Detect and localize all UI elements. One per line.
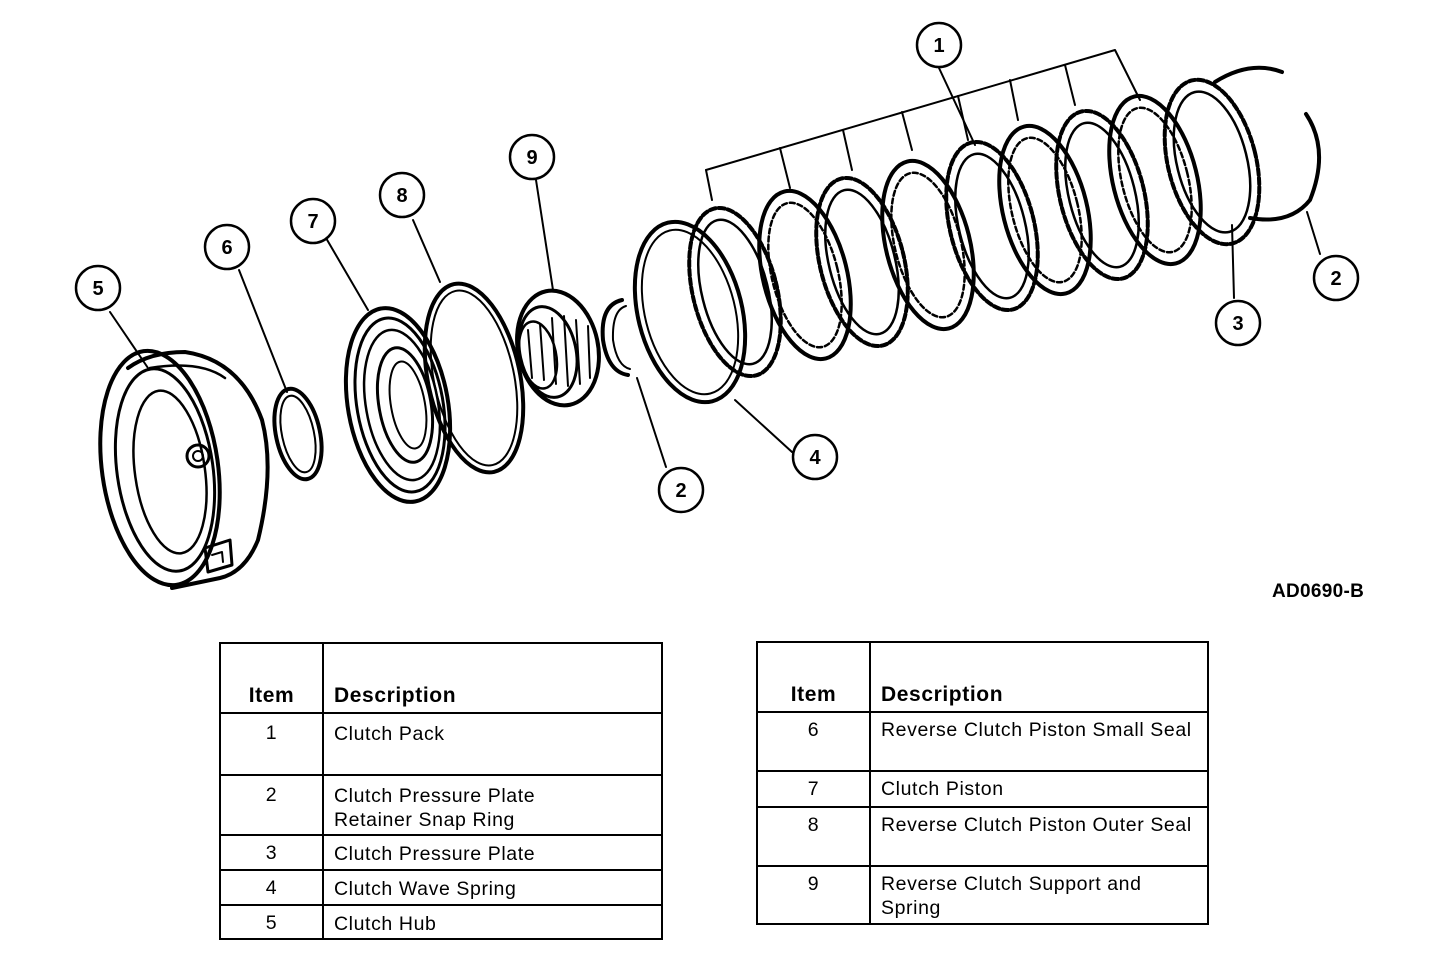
clutch-piston-part <box>343 306 453 504</box>
wave-spring-part <box>632 219 748 405</box>
table-header-row: Item Description <box>756 641 1209 713</box>
callout-labels: 1 2 2 3 4 5 6 7 8 9 <box>92 35 1341 502</box>
exploded-view-diagram: 1 2 2 3 4 5 6 7 8 9 <box>74 21 1360 590</box>
item-column-header: Item <box>756 641 871 713</box>
description-column-header: Description <box>869 641 1209 713</box>
item-number: 2 <box>219 774 324 836</box>
small-snap-ring-part <box>600 298 631 377</box>
item-description: Clutch Wave Spring <box>322 869 663 906</box>
item-number: 5 <box>219 904 324 940</box>
callout-9-label: 9 <box>526 147 537 169</box>
callout-5-circle <box>74 264 122 312</box>
callout-5-label: 5 <box>92 278 103 300</box>
callout-8-circle <box>378 171 426 219</box>
table-header-row: Item Description <box>219 642 663 714</box>
item-number: 3 <box>219 834 324 871</box>
item-description: Clutch Pressure Plate Retainer Snap Ring <box>322 774 663 836</box>
item-number: 7 <box>756 770 871 808</box>
callout-2-right-circle <box>1312 254 1360 302</box>
item-description: Clutch Pressure Plate <box>322 834 663 871</box>
large-snap-ring-part <box>1213 65 1321 222</box>
parts-table-left: Item Description 1 Clutch Pack 2 Clutch … <box>219 642 663 940</box>
callout-6-circle <box>203 223 251 271</box>
callout-4-circle <box>791 433 839 481</box>
piston-outer-seal-part <box>422 281 526 475</box>
table-row: 2 Clutch Pressure Plate Retainer Snap Ri… <box>219 774 663 836</box>
callout-2-right-label: 2 <box>1330 268 1341 290</box>
callout-1-label: 1 <box>933 35 944 57</box>
clutch-pack-bracket <box>705 49 1141 201</box>
callout-2-center-label: 2 <box>675 480 686 502</box>
item-number: 8 <box>756 806 871 867</box>
item-number: 1 <box>219 712 324 776</box>
piston-small-seal-part <box>272 386 324 482</box>
callout-circles <box>74 21 1360 514</box>
item-number: 9 <box>756 865 871 925</box>
clutch-hub-part <box>98 348 270 590</box>
callout-7-circle <box>289 197 337 245</box>
description-column-header: Description <box>322 642 663 714</box>
support-and-spring-part <box>515 288 601 408</box>
item-number: 4 <box>219 869 324 906</box>
table-row: 3 Clutch Pressure Plate <box>219 834 663 871</box>
callout-1-circle <box>915 21 963 69</box>
parts-table-right: Item Description 6 Reverse Clutch Piston… <box>756 641 1209 925</box>
item-description: Clutch Pack <box>322 712 663 776</box>
callout-4-label: 4 <box>809 447 821 469</box>
clutch-pack-plates <box>687 93 1203 379</box>
callout-7-label: 7 <box>307 211 318 233</box>
table-row: 8 Reverse Clutch Piston Outer Seal <box>756 806 1209 867</box>
figure-id: AD0690-B <box>1272 581 1365 602</box>
table-row: 7 Clutch Piston <box>756 770 1209 808</box>
item-description: Clutch Piston <box>869 770 1209 808</box>
item-column-header: Item <box>219 642 324 714</box>
item-description: Reverse Clutch Piston Small Seal <box>869 711 1209 772</box>
callout-3-circle <box>1214 299 1262 347</box>
callout-leaders <box>109 67 1321 468</box>
table-row: 5 Clutch Hub <box>219 904 663 940</box>
item-description: Reverse Clutch Piston Outer Seal <box>869 806 1209 867</box>
callout-8-label: 8 <box>396 185 407 207</box>
table-row: 9 Reverse Clutch Support and Spring <box>756 865 1209 925</box>
pressure-plate-part <box>1162 77 1262 247</box>
item-description: Clutch Hub <box>322 904 663 940</box>
callout-9-circle <box>508 133 556 181</box>
table-row: 6 Reverse Clutch Piston Small Seal <box>756 711 1209 772</box>
table-row: 4 Clutch Wave Spring <box>219 869 663 906</box>
item-number: 6 <box>756 711 871 772</box>
callout-2-center-circle <box>657 466 705 514</box>
table-row: 1 Clutch Pack <box>219 712 663 776</box>
item-description: Reverse Clutch Support and Spring <box>869 865 1209 925</box>
callout-6-label: 6 <box>221 237 232 259</box>
callout-3-label: 3 <box>1232 313 1243 335</box>
